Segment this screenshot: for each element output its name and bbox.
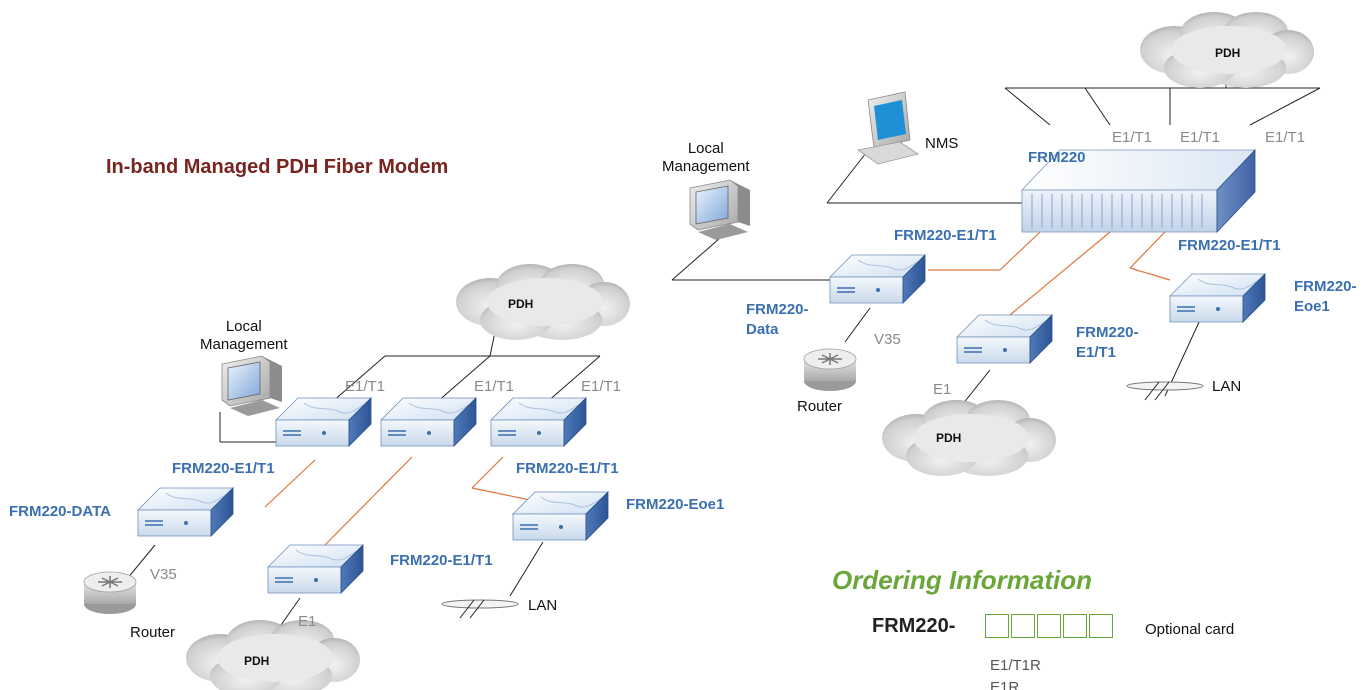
right-frm220-data-label: FRM220- Data <box>746 301 809 339</box>
right-frm220-e1t1-label-b: FRM220-E1/T1 <box>1178 237 1281 254</box>
frm220-chassis-label: FRM220 <box>1028 149 1086 166</box>
nms-icon <box>856 91 919 165</box>
right-e1t1-label-3: E1/T1 <box>1265 129 1306 146</box>
left-e1t1-label-2: E1/T1 <box>474 378 515 395</box>
left-links <box>121 331 601 636</box>
left-modem-2 <box>380 397 477 447</box>
left-modem-data <box>137 487 234 537</box>
left-pdh-cloud-top <box>456 264 630 340</box>
left-modem-eoe1 <box>512 491 609 541</box>
right-e1t1-label-2: E1/T1 <box>1180 129 1221 146</box>
diagram-title: In-band Managed PDH Fiber Modem <box>106 156 449 178</box>
link-data-router <box>844 307 871 343</box>
ordering-title: Ordering Information <box>832 565 1092 595</box>
right-modem-e1t1 <box>956 314 1053 364</box>
left-modem-1 <box>275 397 372 447</box>
fiber-2 <box>321 456 413 549</box>
right-modem-eoe1 <box>1169 273 1266 323</box>
ordering-optional-label: Optional card <box>1145 621 1235 638</box>
right-lan-label: LAN <box>1212 378 1242 395</box>
right-e1t1-label-1: E1/T1 <box>1112 129 1153 146</box>
right-pc-icon <box>689 179 751 241</box>
right-fiber-links <box>928 231 1171 316</box>
left-router-label: Router <box>130 624 176 641</box>
right-links <box>671 70 1321 411</box>
right-lan-icon <box>1126 381 1204 401</box>
link-eoe1-lan <box>509 541 544 597</box>
right-local-management-label: Local Management <box>662 140 750 175</box>
ordering-code-box <box>985 614 1009 638</box>
left-v35-label: V35 <box>150 566 177 583</box>
left-pc-icon <box>221 355 283 417</box>
left-e1t1-label-1: E1/T1 <box>345 378 386 395</box>
ordering-prefix: FRM220- <box>872 615 956 637</box>
fiber-1 <box>264 459 316 508</box>
left-frm220-e1t1-label-c: FRM220-E1/T1 <box>390 552 493 569</box>
left-e1-label: E1 <box>298 613 317 630</box>
fiber-3 <box>1129 231 1166 269</box>
left-e1t1-label-3: E1/T1 <box>581 378 622 395</box>
right-frm220-e1t1-label-a: FRM220-E1/T1 <box>894 227 997 244</box>
right-pdh-cloud-bottom-label: PDH <box>936 431 962 445</box>
ordering-code-box <box>1089 614 1113 638</box>
left-pdh-cloud-top-label: PDH <box>508 297 534 311</box>
left-frm220-eoe1-label: FRM220-Eoe1 <box>626 496 725 513</box>
left-pdh-cloud-bottom-label: PDH <box>244 654 270 668</box>
link-nms <box>826 152 867 204</box>
ordering-code-box <box>1063 614 1087 638</box>
right-e1-label: E1 <box>933 381 952 398</box>
frm220-chassis-icon <box>1021 148 1256 234</box>
ordering-code-box <box>1037 614 1061 638</box>
fiber-3b <box>471 487 531 501</box>
left-lan-label: LAN <box>528 597 558 614</box>
fiber-3 <box>471 456 504 489</box>
right-modem-data <box>829 254 926 304</box>
right-router-label: Router <box>797 398 843 415</box>
left-modem-e1 <box>267 544 364 594</box>
left-pdh-cloud-bottom <box>186 620 360 690</box>
left-frm220-e1t1-label-a: FRM220-E1/T1 <box>172 460 275 477</box>
link-bus-modem-3 <box>546 355 601 403</box>
fiber-2 <box>1009 231 1111 316</box>
bus-drop-2 <box>1084 87 1111 126</box>
right-frm220-eoe1-label: FRM220- Eoe1 <box>1294 278 1357 316</box>
right-pdh-cloud-bottom <box>882 400 1056 476</box>
left-frm220-e1t1-label-b: FRM220-E1/T1 <box>516 460 619 477</box>
link-bus-modem-2 <box>436 355 491 403</box>
nms-label: NMS <box>925 135 959 152</box>
left-frm220-data-label: FRM220-DATA <box>9 503 111 520</box>
ordering-option-2: E1R <box>990 679 1020 690</box>
ordering-code-boxes <box>985 614 1113 638</box>
left-local-management-label: Local Management <box>200 318 288 353</box>
ordering-option-1: E1/T1R <box>990 657 1041 674</box>
right-pdh-cloud-top-label: PDH <box>1215 46 1241 60</box>
right-v35-label: V35 <box>874 331 901 348</box>
link-pc-down <box>671 237 721 281</box>
left-fiber-links <box>264 456 531 549</box>
bus-drop-1 <box>1004 87 1051 126</box>
ordering-code-box <box>1011 614 1035 638</box>
left-lan-icon <box>441 599 519 619</box>
bus-drop-4 <box>1249 87 1321 126</box>
right-router-icon <box>803 348 857 392</box>
right-frm220-e1t1-mid-label: FRM220- E1/T1 <box>1076 324 1139 362</box>
fiber-3b <box>1129 267 1171 281</box>
link-bus-modem-1 <box>331 355 386 403</box>
left-modem-3 <box>490 397 587 447</box>
link-cloud-bus <box>489 331 496 357</box>
fiber-1 <box>999 231 1041 271</box>
left-router-icon <box>83 571 137 615</box>
